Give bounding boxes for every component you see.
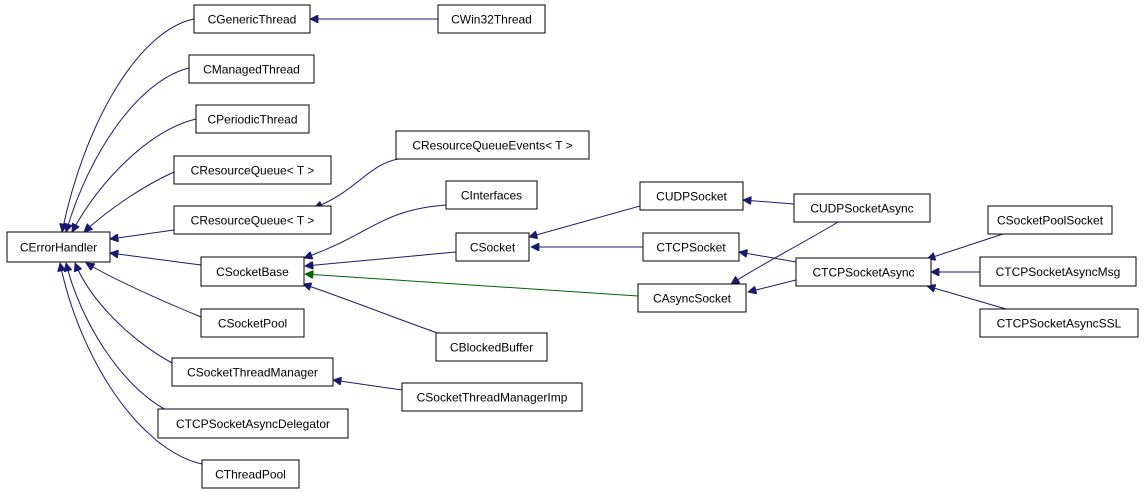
- node-ctcpsocketasyncdelegator[interactable]: CTCPSocketAsyncDelegator: [157, 408, 349, 439]
- node-cerrorhandler[interactable]: CErrorHandler: [6, 231, 111, 263]
- node-label: CWin32Thread: [451, 13, 532, 27]
- node-label: CUDPSocketAsync: [810, 202, 913, 216]
- node-label: CSocketThreadManagerImp: [417, 391, 568, 405]
- edge-cresourcequeueevents-to-cresourcequeue2: [314, 157, 407, 208]
- node-label: CTCPSocket: [656, 241, 726, 255]
- edge-cudpsocketasync-to-casyncsocket: [731, 221, 839, 284]
- node-label: CGenericThread: [208, 13, 297, 27]
- node-cinterfaces[interactable]: CInterfaces: [445, 180, 538, 210]
- node-csocket[interactable]: CSocket: [455, 232, 530, 262]
- edge-casyncsocket-to-csocketbase: [305, 274, 639, 297]
- node-cthreadpool[interactable]: CThreadPool: [201, 459, 300, 489]
- node-csocketbase[interactable]: CSocketBase: [200, 256, 305, 287]
- edge-ctcpsocketasync-to-casyncsocket: [748, 279, 797, 292]
- edge-cthreadpool-to-cerrorhandler: [60, 263, 203, 465]
- edge-ctcpsocketasyncssl-to-ctcpsocketasync: [927, 286, 1007, 310]
- node-csocketpool[interactable]: CSocketPool: [200, 308, 305, 338]
- node-csocketthreadmanagerimp[interactable]: CSocketThreadManagerImp: [401, 382, 583, 412]
- node-label: CSocketBase: [216, 265, 289, 279]
- node-label: CSocketPoolSocket: [997, 214, 1104, 228]
- node-label: CUDPSocket: [656, 190, 727, 204]
- edge-cperiodicthread-to-cerrorhandler: [71, 118, 197, 232]
- node-cudpsocketasync[interactable]: CUDPSocketAsync: [793, 193, 931, 223]
- node-label: CInterfaces: [461, 189, 522, 203]
- node-cudpsocket[interactable]: CUDPSocket: [639, 181, 744, 211]
- node-label: CErrorHandler: [20, 241, 97, 255]
- node-cblockedbuffer[interactable]: CBlockedBuffer: [435, 332, 548, 362]
- node-csocketthreadmanager[interactable]: CSocketThreadManager: [171, 357, 334, 387]
- node-label: CTCPSocketAsyncSSL: [997, 317, 1122, 331]
- node-ctcpsocketasyncmsg[interactable]: CTCPSocketAsyncMsg: [979, 256, 1137, 287]
- node-label: CSocket: [470, 241, 516, 255]
- node-cmanagedthread[interactable]: CManagedThread: [188, 54, 315, 84]
- edge-cinterfaces-to-csocketbase: [304, 204, 447, 258]
- edge-cgenericthread-to-cerrorhandler: [62, 18, 195, 232]
- node-ctcpsocketasyncssl[interactable]: CTCPSocketAsyncSSL: [979, 308, 1139, 338]
- node-label: CSocketThreadManager: [187, 366, 318, 380]
- node-label: CResourceQueue< T >: [191, 214, 315, 228]
- node-label: CTCPSocketAsyncDelegator: [176, 417, 330, 431]
- node-csocketpoolsocket[interactable]: CSocketPoolSocket: [987, 205, 1113, 235]
- edge-csocketbase-to-cerrorhandler: [110, 253, 202, 266]
- edge-csocketpool-to-cerrorhandler: [86, 263, 202, 318]
- edge-cresourcequeue2-to-cerrorhandler: [110, 229, 175, 239]
- node-cwin32thread[interactable]: CWin32Thread: [437, 4, 546, 34]
- edge-csocket-to-csocketbase: [305, 251, 457, 266]
- node-label: CResourceQueueEvents< T >: [412, 139, 572, 153]
- node-label: CManagedThread: [203, 63, 300, 77]
- edge-cmanagedthread-to-cerrorhandler: [66, 67, 190, 232]
- node-cresourcequeue-2[interactable]: CResourceQueue< T >: [173, 205, 332, 235]
- node-ctcpsocket[interactable]: CTCPSocket: [642, 232, 740, 262]
- node-label: CResourceQueue< T >: [191, 164, 315, 178]
- edge-ctcpsocketasyncdelegator-to-cerrorhandler: [66, 263, 167, 411]
- node-cresourcequeue-1[interactable]: CResourceQueue< T >: [173, 155, 332, 185]
- node-label: CAsyncSocket: [653, 292, 732, 306]
- node-label: CThreadPool: [215, 468, 286, 482]
- node-label: CTCPSocketAsyncMsg: [996, 265, 1121, 279]
- edge-csocketpoolsocket-to-ctcpsocketasync: [927, 232, 1007, 259]
- edge-csocketthreadmanagerimp-to-csocketthreadmanager: [333, 380, 403, 391]
- node-cperiodicthread[interactable]: CPeriodicThread: [195, 104, 310, 134]
- edge-cblockedbuffer-to-csocketbase: [303, 284, 447, 337]
- node-cgenericthread[interactable]: CGenericThread: [193, 4, 311, 34]
- node-label: CPeriodicThread: [207, 113, 297, 127]
- node-label: CSocketPool: [218, 317, 287, 331]
- edge-csocketthreadmanager-to-cerrorhandler: [75, 263, 173, 364]
- node-cresourcequeueevents[interactable]: CResourceQueueEvents< T >: [395, 130, 590, 160]
- edge-ctcpsocketasync-to-ctcpsocket: [739, 252, 797, 263]
- node-casyncsocket[interactable]: CAsyncSocket: [637, 283, 747, 313]
- edge-cresourcequeue1-to-cerrorhandler: [84, 171, 175, 232]
- node-label: CTCPSocketAsync: [812, 266, 914, 280]
- node-label: CBlockedBuffer: [450, 341, 533, 355]
- node-ctcpsocketasync[interactable]: CTCPSocketAsync: [795, 257, 932, 287]
- edge-cudpsocketasync-to-cudpsocket: [743, 200, 795, 204]
- edge-cudpsocket-to-csocket: [529, 205, 641, 237]
